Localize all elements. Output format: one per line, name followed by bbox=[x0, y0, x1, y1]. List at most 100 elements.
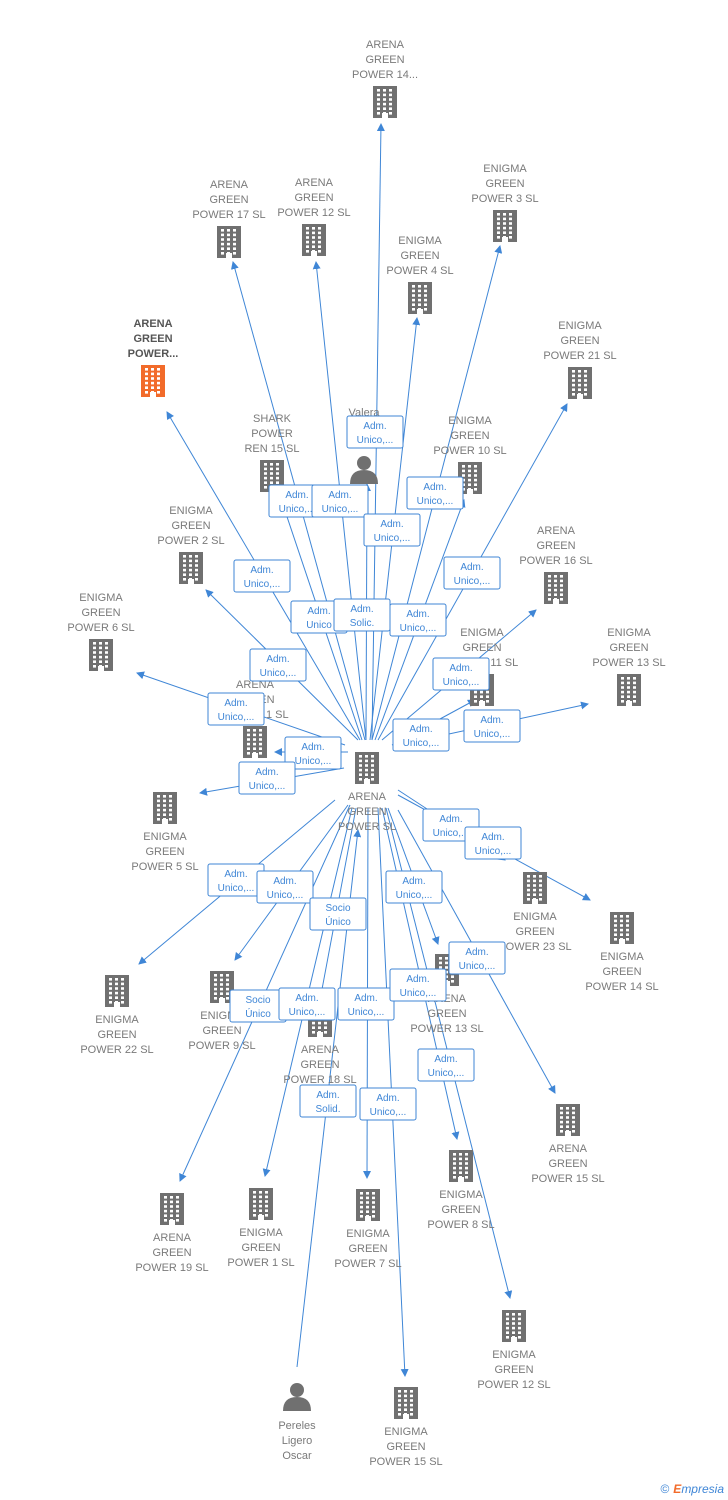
edge-label-box[interactable] bbox=[463, 709, 521, 743]
edge-label-box[interactable] bbox=[346, 415, 404, 449]
edge-label-box[interactable] bbox=[389, 603, 447, 637]
edge-role-label[interactable]: Adm.Unico bbox=[290, 600, 348, 634]
edge-label-box[interactable] bbox=[464, 826, 522, 860]
edge-role-label[interactable]: Adm.Unico,... bbox=[389, 968, 447, 1002]
building-window bbox=[371, 768, 374, 772]
building-door bbox=[162, 819, 168, 824]
edge-role-label[interactable]: Adm.Unico,... bbox=[389, 603, 447, 637]
edge-label-box[interactable] bbox=[417, 1048, 475, 1082]
edge-role-label[interactable]: Adm.Unico,... bbox=[238, 761, 296, 795]
edge-role-label[interactable]: Adm.Unico,... bbox=[249, 648, 307, 682]
edge-role-label[interactable]: Adm.Unico,... bbox=[363, 513, 421, 547]
edge-label-box[interactable] bbox=[207, 692, 265, 726]
edge-role-label[interactable]: Adm.Unico,... bbox=[256, 870, 314, 904]
edge-label-box[interactable] bbox=[256, 870, 314, 904]
edge-label-box[interactable] bbox=[337, 987, 395, 1021]
edge-role-label[interactable]: Adm.Unico,... bbox=[432, 657, 490, 691]
edge-label-box[interactable] bbox=[309, 897, 367, 931]
building-window bbox=[163, 813, 166, 816]
edge-role-label[interactable]: Adm.Unico,... bbox=[311, 484, 369, 518]
edge-role-label[interactable]: Adm.Unico,... bbox=[207, 692, 265, 726]
edge-label-box[interactable] bbox=[299, 1084, 357, 1118]
edge-label-box[interactable] bbox=[249, 648, 307, 682]
edge-role-label[interactable]: Adm.Unico,... bbox=[464, 826, 522, 860]
building-window bbox=[121, 991, 124, 995]
edge-role-label[interactable]: Adm.Unico,... bbox=[406, 476, 464, 510]
edge-label-text: Adm. bbox=[363, 421, 386, 432]
building-window bbox=[176, 1209, 179, 1213]
building-window bbox=[265, 1204, 268, 1208]
edge-label-box[interactable] bbox=[406, 476, 464, 510]
edge-label-box[interactable] bbox=[359, 1087, 417, 1121]
edge-role-label[interactable]: Adm.Unico,... bbox=[278, 987, 336, 1021]
building-window bbox=[439, 957, 442, 960]
edge-role-label[interactable]: Adm.Solic. bbox=[333, 598, 391, 632]
edge-role-label[interactable]: Adm.Solid. bbox=[299, 1084, 357, 1118]
node-agpow[interactable]: ARENAGREENPOWER... bbox=[128, 318, 179, 397]
building-window bbox=[509, 236, 512, 239]
edge-label-box[interactable] bbox=[432, 657, 490, 691]
edge-role-label[interactable]: Adm.Unico,... bbox=[417, 1048, 475, 1082]
edge-role-label[interactable]: Adm.Unico,... bbox=[448, 941, 506, 975]
building-window bbox=[418, 285, 421, 288]
building-window bbox=[572, 383, 575, 387]
edge-role-label[interactable]: Adm.Unico,... bbox=[359, 1087, 417, 1121]
edge-role-label[interactable]: Adm.Unico,... bbox=[463, 709, 521, 743]
edge-label-box[interactable] bbox=[389, 968, 447, 1002]
edge-role-label[interactable]: Adm.Unico,... bbox=[385, 870, 443, 904]
edge-label-box[interactable] bbox=[443, 556, 501, 590]
edge-label-box[interactable] bbox=[363, 513, 421, 547]
building-window bbox=[445, 966, 448, 969]
edge-role-label[interactable]: Adm.Unico,... bbox=[233, 559, 291, 593]
edge-label-box[interactable] bbox=[278, 987, 336, 1021]
edge-label-box[interactable] bbox=[385, 870, 443, 904]
edge-label-box[interactable] bbox=[392, 718, 450, 752]
edge-role-label[interactable]: Adm.Unico,... bbox=[443, 556, 501, 590]
building-window bbox=[164, 1196, 167, 1199]
edge-role-label[interactable]: Adm.Unico,... bbox=[346, 415, 404, 449]
edge-role-label[interactable]: Adm.Unico,... bbox=[392, 718, 450, 752]
edge-label-box[interactable] bbox=[238, 761, 296, 795]
edge-label-box[interactable] bbox=[284, 736, 342, 770]
edge-role-label[interactable]: Adm.Unico,... bbox=[337, 987, 395, 1021]
edge-label-text: Adm. bbox=[328, 490, 351, 501]
edge-role-label[interactable]: Adm.Unico,... bbox=[207, 863, 265, 897]
building-window bbox=[151, 372, 154, 376]
edge-label-box[interactable] bbox=[311, 484, 369, 518]
edge-role-label[interactable]: Adm.Unico,... bbox=[284, 736, 342, 770]
building-window bbox=[233, 229, 236, 232]
edge-label-box[interactable] bbox=[448, 941, 506, 975]
node-label: GREEN bbox=[536, 540, 575, 552]
edge-label-box[interactable] bbox=[233, 559, 291, 593]
building-window bbox=[105, 660, 108, 663]
edge-role-label[interactable]: Adm.Unico,... bbox=[268, 484, 326, 518]
building-door bbox=[311, 251, 317, 256]
